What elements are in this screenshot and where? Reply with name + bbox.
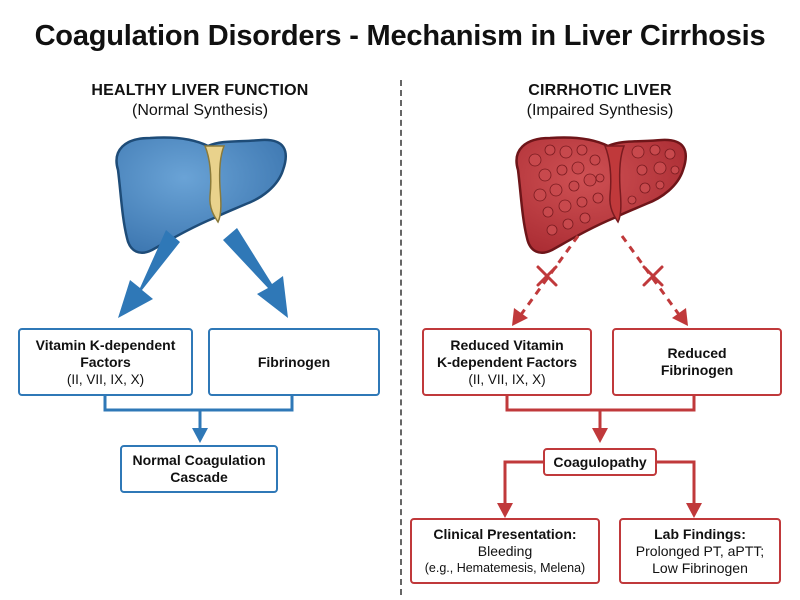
cirrhotic-blocked-arrows bbox=[512, 235, 688, 326]
fibrinogen-label: Fibrinogen bbox=[257, 353, 331, 370]
cirrhotic-bracket bbox=[505, 394, 696, 430]
vitamin-k-factors-box: Vitamin K-dependent Factors (II, VII, IX… bbox=[18, 328, 193, 396]
reduced-factors-line2: K-dependent Factors bbox=[436, 353, 577, 370]
cirrhotic-bracket-arrowhead bbox=[592, 428, 608, 443]
reduced-fibrinogen-line2: Fibrinogen bbox=[660, 362, 734, 378]
lab-line2: Low Fibrinogen bbox=[652, 559, 748, 576]
fibrinogen-box: Fibrinogen bbox=[208, 328, 380, 396]
cirrhotic-liver-icon bbox=[515, 136, 688, 254]
center-divider bbox=[400, 80, 402, 595]
reduced-vitamin-k-factors-box: Reduced Vitamin K-dependent Factors (II,… bbox=[422, 328, 592, 396]
clinical-line1: Bleeding bbox=[477, 542, 533, 559]
coagulopathy-label: Coagulopathy bbox=[553, 453, 647, 470]
lab-findings-box: Lab Findings: Prolonged PT, aPTT; Low Fi… bbox=[619, 518, 781, 584]
healthy-liver-icon bbox=[115, 136, 288, 254]
lab-line1: Prolonged PT, aPTT; bbox=[635, 542, 765, 559]
vitamin-k-factors-line2: Factors bbox=[80, 353, 131, 370]
reduced-fibrinogen-line1: Reduced bbox=[667, 345, 727, 361]
blocked-x-icon bbox=[536, 265, 664, 287]
normal-cascade-box: Normal Coagulation Cascade bbox=[120, 445, 278, 493]
cirrhotic-subheading: (Impaired Synthesis) bbox=[526, 102, 674, 119]
healthy-heading: HEALTHY LIVER FUNCTION bbox=[91, 82, 309, 99]
healthy-heading-block: HEALTHY LIVER FUNCTION (Normal Synthesis… bbox=[30, 82, 370, 120]
cirrhotic-heading-block: CIRRHOTIC LIVER (Impaired Synthesis) bbox=[430, 82, 770, 120]
reduced-factors-line1: Reduced Vitamin bbox=[450, 336, 564, 353]
healthy-liver-arrows bbox=[118, 228, 288, 318]
clinical-line2: (e.g., Hematemesis, Melena) bbox=[424, 560, 586, 575]
normal-cascade-line2: Cascade bbox=[170, 469, 228, 485]
reduced-factors-list: (II, VII, IX, X) bbox=[468, 371, 546, 387]
healthy-bracket-arrowhead bbox=[192, 428, 208, 443]
clinical-presentation-box: Clinical Presentation: Bleeding (e.g., H… bbox=[410, 518, 600, 584]
cirrhotic-heading: CIRRHOTIC LIVER bbox=[528, 82, 672, 99]
healthy-subheading: (Normal Synthesis) bbox=[131, 102, 269, 119]
normal-cascade-line1: Normal Coagulation bbox=[132, 452, 266, 468]
diagram-title: Coagulation Disorders - Mechanism in Liv… bbox=[34, 20, 766, 52]
clinical-arrowhead bbox=[497, 503, 513, 518]
lab-title: Lab Findings: bbox=[654, 525, 746, 542]
vitamin-k-factors-list: (II, VII, IX, X) bbox=[66, 371, 145, 387]
vitamin-k-factors-line1: Vitamin K-dependent bbox=[35, 336, 176, 353]
healthy-bracket bbox=[103, 394, 294, 430]
reduced-fibrinogen-box: Reduced Fibrinogen bbox=[612, 328, 782, 396]
lab-arrowhead bbox=[686, 503, 702, 518]
coagulopathy-box: Coagulopathy bbox=[543, 448, 657, 476]
clinical-title: Clinical Presentation: bbox=[433, 525, 577, 542]
coagulopathy-branch bbox=[503, 460, 696, 505]
